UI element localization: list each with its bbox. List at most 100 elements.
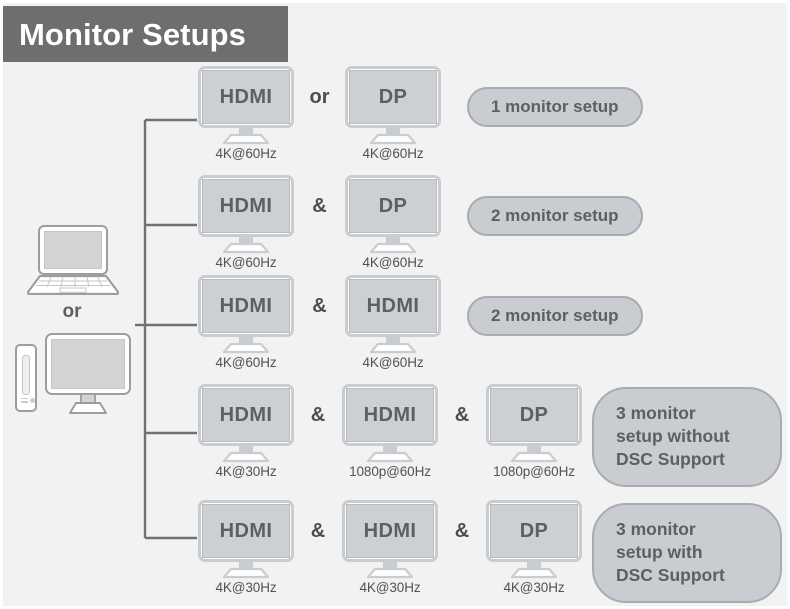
- pc-power-button-icon: [30, 398, 35, 403]
- monitor-stand: [486, 561, 582, 579]
- monitor-resolution-label: 4K@60Hz: [215, 255, 277, 270]
- desktop-pc-icon: [15, 333, 131, 415]
- monitor-screen: HDMI: [202, 388, 290, 442]
- monitor-icon: DP: [345, 66, 441, 128]
- row-connector: &: [312, 194, 327, 217]
- monitor-stand: [345, 236, 441, 254]
- monitor-resolution-label: 4K@30Hz: [503, 580, 565, 595]
- source-device-group: or: [9, 225, 135, 415]
- monitor-port-label: HDMI: [363, 403, 417, 426]
- setup-badge-line: 3 monitor: [616, 403, 696, 423]
- row-connector: &: [454, 403, 470, 426]
- monitor-port-label: HDMI: [363, 519, 417, 542]
- monitor-unit: DP 1080p@60Hz: [484, 384, 584, 479]
- monitor-icon: HDMI: [345, 275, 441, 337]
- monitor-resolution-label: 4K@60Hz: [362, 255, 424, 270]
- monitor-unit: HDMI 4K@30Hz: [196, 500, 296, 595]
- monitor-icon: DP: [486, 500, 582, 562]
- title-bar: Monitor Setups: [3, 6, 288, 62]
- monitor-icon: HDMI: [342, 384, 438, 446]
- pc-tower-vents: [21, 398, 28, 404]
- setup-badge: 3 monitor setup without DSC Support: [592, 387, 782, 488]
- monitor-stand: [486, 445, 582, 463]
- monitor-icon: HDMI: [198, 384, 294, 446]
- laptop-icon: [27, 225, 119, 295]
- laptop-lid: [38, 225, 108, 275]
- monitor-icon: HDMI: [198, 275, 294, 337]
- desktop-monitor-body: [45, 333, 131, 395]
- setup-badge-line: 1 monitor setup: [491, 97, 619, 116]
- monitor-screen: DP: [349, 179, 437, 233]
- laptop-screen: [44, 231, 102, 269]
- monitor-stand: [198, 336, 294, 354]
- monitor-port-label: HDMI: [366, 294, 420, 317]
- row-connector: &: [310, 403, 326, 426]
- monitor-stand: [198, 445, 294, 463]
- monitor-screen: DP: [490, 504, 578, 558]
- monitor-stand: [342, 445, 438, 463]
- setup-row: HDMI 4K@60Hz & DP 4K@60Hz 2 monitor setu: [196, 175, 643, 275]
- monitor-resolution-label: 4K@60Hz: [362, 355, 424, 370]
- setup-badge: 1 monitor setup: [467, 87, 643, 127]
- setup-badge-line: setup without: [616, 426, 730, 447]
- monitor-stand: [345, 127, 441, 145]
- pc-tower-slot: [22, 355, 30, 395]
- monitor-icon: HDMI: [198, 500, 294, 562]
- row-connector: or: [309, 85, 330, 108]
- monitor-port-label: HDMI: [219, 403, 273, 426]
- monitor-screen: HDMI: [202, 70, 290, 124]
- monitor-unit: HDMI 1080p@60Hz: [340, 384, 440, 479]
- laptop-keyboard-base: [27, 275, 119, 295]
- monitor-screen: DP: [349, 70, 437, 124]
- monitor-screen: HDMI: [349, 279, 437, 333]
- monitor-resolution-label: 4K@30Hz: [215, 580, 277, 595]
- pc-tower-icon: [15, 344, 37, 412]
- monitor-icon: HDMI: [342, 500, 438, 562]
- setup-badge: 2 monitor setup: [467, 196, 643, 236]
- monitor-unit: HDMI 4K@60Hz: [343, 275, 443, 370]
- setup-badge: 3 monitor setup with DSC Support: [592, 503, 782, 604]
- monitor-port-label: HDMI: [219, 194, 273, 217]
- monitor-screen: HDMI: [202, 504, 290, 558]
- monitor-resolution-label: 4K@30Hz: [359, 580, 421, 595]
- setup-row: HDMI 4K@30Hz & HDMI 4K@30Hz &: [196, 500, 782, 604]
- monitor-unit: HDMI 4K@30Hz: [340, 500, 440, 595]
- setup-badge-line: DSC Support: [616, 565, 725, 586]
- monitor-unit: HDMI 4K@30Hz: [196, 384, 296, 479]
- monitor-screen: HDMI: [202, 279, 290, 333]
- monitor-stand: [345, 336, 441, 354]
- monitor-stand: [342, 561, 438, 579]
- monitor-stand: [198, 127, 294, 145]
- monitor-unit: DP 4K@60Hz: [343, 175, 443, 270]
- monitor-port-label: HDMI: [219, 85, 273, 108]
- monitor-unit: DP 4K@60Hz: [343, 66, 443, 161]
- monitor-screen: DP: [490, 388, 578, 442]
- monitor-resolution-label: 1080p@60Hz: [349, 464, 431, 479]
- monitor-unit: HDMI 4K@60Hz: [196, 66, 296, 161]
- monitor-resolution-label: 1080p@60Hz: [493, 464, 575, 479]
- monitor-screen: HDMI: [202, 179, 290, 233]
- monitor-resolution-label: 4K@60Hz: [215, 146, 277, 161]
- monitor-port-label: DP: [378, 85, 408, 108]
- monitor-icon: HDMI: [198, 66, 294, 128]
- setup-badge-line: setup with: [616, 542, 703, 563]
- monitor-port-label: DP: [378, 194, 408, 217]
- monitor-port-label: HDMI: [219, 294, 273, 317]
- setup-badge-line: 2 monitor setup: [491, 306, 619, 325]
- monitor-icon: DP: [345, 175, 441, 237]
- monitor-stand: [198, 236, 294, 254]
- setup-row: HDMI 4K@60Hz & HDMI 4K@60Hz 2 monitor se: [196, 275, 643, 375]
- monitor-unit: DP 4K@30Hz: [484, 500, 584, 595]
- desktop-monitor-screen: [51, 339, 125, 389]
- row-connector: &: [312, 294, 327, 317]
- monitor-resolution-label: 4K@30Hz: [215, 464, 277, 479]
- page-title: Monitor Setups: [19, 16, 246, 52]
- monitor-unit: HDMI 4K@60Hz: [196, 275, 296, 370]
- monitor-resolution-label: 4K@60Hz: [215, 355, 277, 370]
- monitor-icon: DP: [486, 384, 582, 446]
- monitor-screen: HDMI: [346, 388, 434, 442]
- desktop-monitor-icon: [45, 333, 131, 415]
- monitor-stand: [198, 561, 294, 579]
- monitor-port-label: DP: [519, 519, 549, 542]
